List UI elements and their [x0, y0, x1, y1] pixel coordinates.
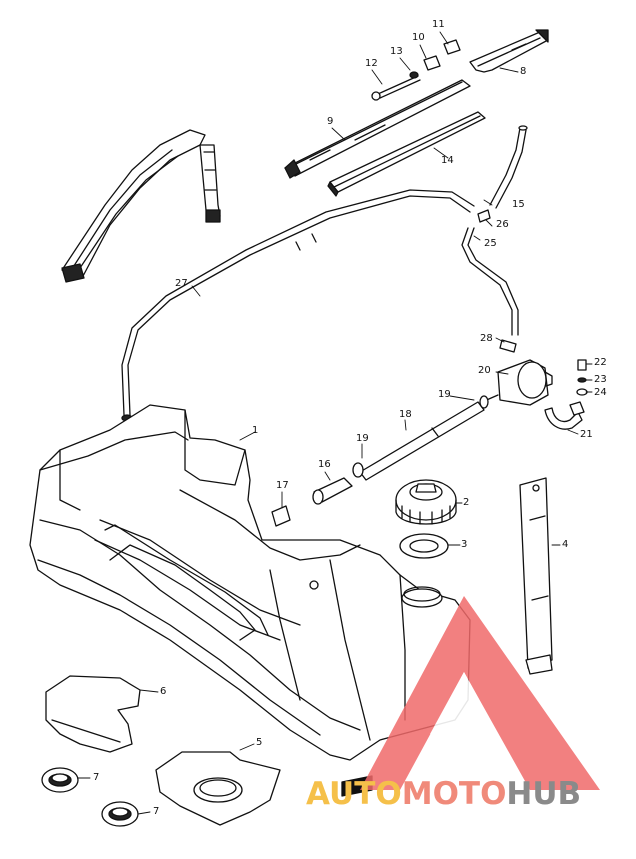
- callout-8: 8: [520, 66, 527, 77]
- callout-6: 6: [160, 686, 167, 697]
- watermark-triangle: [360, 596, 600, 790]
- callout-15: 15: [512, 199, 525, 210]
- callout-18: 18: [399, 409, 412, 420]
- filler-cap-2: [395, 479, 457, 525]
- callout-28: 28: [480, 333, 493, 344]
- callout-2: 2: [463, 497, 470, 508]
- bracket-21: [544, 401, 585, 430]
- callout-17: 17: [276, 480, 289, 491]
- callout-12: 12: [365, 58, 378, 69]
- gasket-3: [399, 533, 449, 559]
- callout-19-upper: 19: [438, 389, 451, 400]
- hose-18: [359, 401, 485, 481]
- callout-26: 26: [496, 219, 509, 230]
- pad-6: [45, 675, 141, 753]
- watermark-logo: AUTOMOTOHUB: [306, 776, 581, 812]
- nut-24: [576, 388, 588, 396]
- hose-25: [461, 227, 519, 336]
- fuel-tank-1: [29, 404, 471, 761]
- collar-10: [423, 55, 441, 71]
- callout-5: 5: [256, 737, 263, 748]
- callout-25: 25: [484, 238, 497, 249]
- bracket-8: [469, 29, 549, 73]
- clip-19-upper: [479, 395, 489, 409]
- tank-strap-left: [61, 129, 221, 283]
- callout-3: 3: [461, 539, 468, 550]
- callout-16: 16: [318, 459, 331, 470]
- bolt-12: [371, 75, 421, 101]
- callout-1: 1: [252, 425, 259, 436]
- callout-4: 4: [562, 539, 569, 550]
- band-9: [284, 79, 471, 179]
- clip-28: [499, 339, 517, 353]
- callout-7-lower: 7: [153, 806, 160, 817]
- washer-23: [577, 377, 587, 383]
- callout-9: 9: [327, 116, 334, 127]
- callout-19-lower: 19: [356, 433, 369, 444]
- callout-20: 20: [478, 365, 491, 376]
- callout-21: 21: [580, 429, 593, 440]
- washer-13: [409, 71, 419, 79]
- grommet-7-lower: [101, 801, 139, 827]
- callout-13: 13: [390, 46, 403, 57]
- joint-16: [312, 477, 353, 505]
- callout-11: 11: [432, 19, 445, 30]
- pad-5: [155, 751, 281, 826]
- callout-23: 23: [594, 374, 607, 385]
- callout-22: 22: [594, 357, 607, 368]
- clip-17: [271, 505, 291, 527]
- watermark-part-hub: HUB: [506, 776, 582, 812]
- screw-22: [577, 359, 587, 371]
- clip-19-lower: [352, 462, 364, 478]
- grommet-7-upper: [41, 767, 79, 793]
- callout-24: 24: [594, 387, 607, 398]
- callout-7-upper: 7: [93, 772, 100, 783]
- callout-14: 14: [441, 155, 454, 166]
- watermark-part-auto: AUTO: [306, 776, 402, 812]
- hose-15: [489, 125, 528, 209]
- callout-27: 27: [175, 278, 188, 289]
- fuel-filter-20: [481, 359, 553, 406]
- rubber-14: [327, 111, 486, 197]
- clip-26: [477, 209, 491, 223]
- callout-10: 10: [412, 32, 425, 43]
- leader-lines: [77, 31, 593, 815]
- watermark-part-moto: MOTO: [401, 776, 507, 812]
- hose-27: [121, 189, 475, 422]
- band-4: [519, 477, 553, 675]
